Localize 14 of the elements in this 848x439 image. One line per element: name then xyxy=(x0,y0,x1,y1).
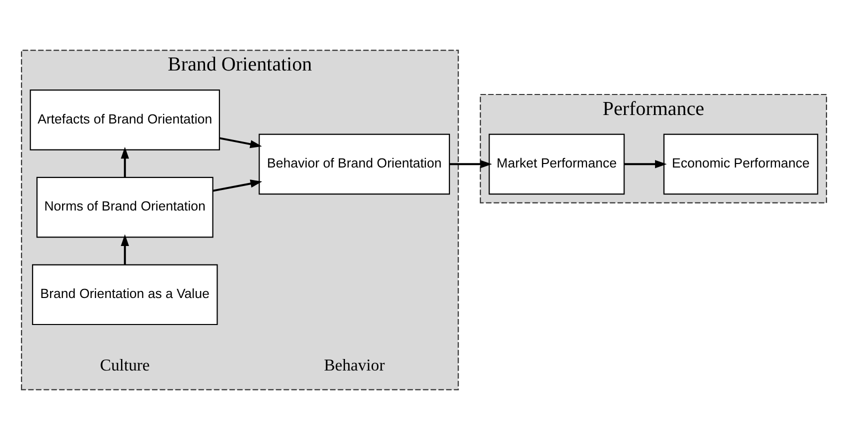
node-box: Brand Orientation as a Value xyxy=(32,264,218,325)
node-box: Economic Performance xyxy=(663,133,818,194)
arrow xyxy=(212,179,262,192)
node-box: Behavior of Brand Orientation xyxy=(258,133,450,194)
label: Behavior xyxy=(324,354,385,374)
arrow xyxy=(120,146,129,177)
arrow xyxy=(624,160,667,168)
arrow xyxy=(450,160,492,168)
arrow xyxy=(220,136,262,148)
arrow xyxy=(120,234,129,264)
node-box: Artefacts of Brand Orientation xyxy=(30,89,220,150)
node-box: Market Performance xyxy=(488,133,625,194)
node-box: Norms of Brand Orientation xyxy=(36,176,214,238)
label: Culture xyxy=(100,354,150,374)
